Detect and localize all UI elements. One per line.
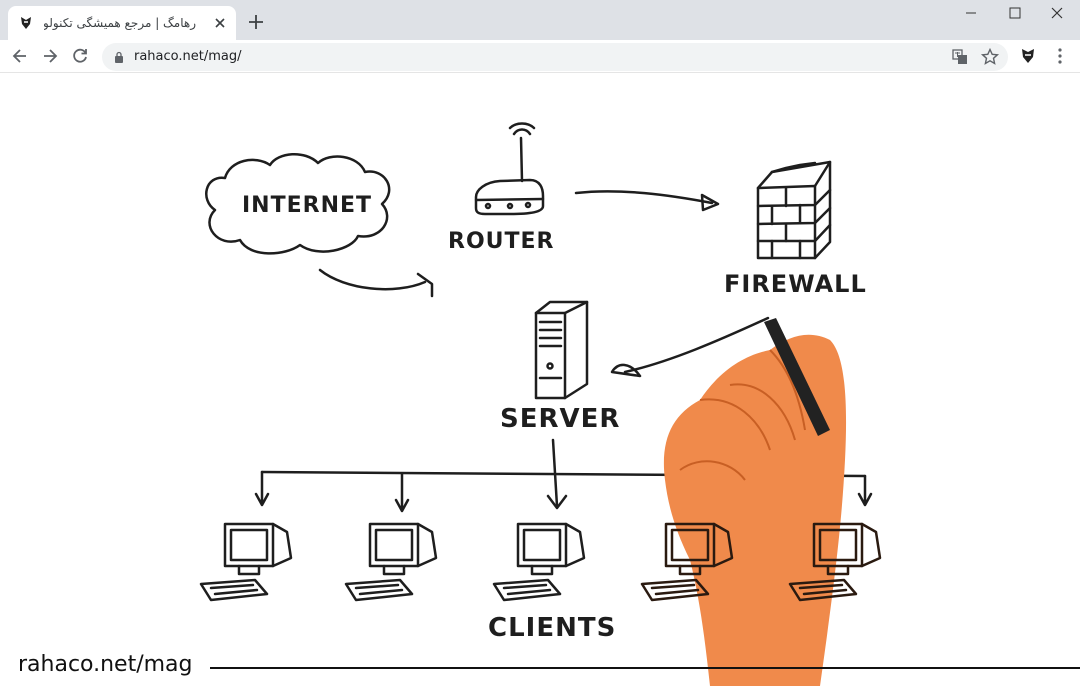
footer-rule (210, 667, 1080, 669)
server-icon (534, 300, 589, 400)
clients-label: CLIENTS (488, 613, 616, 643)
server-label: SERVER (500, 404, 620, 434)
translate-icon[interactable] (950, 47, 970, 67)
star-icon[interactable] (980, 47, 1000, 67)
firewall-icon (756, 160, 832, 260)
address-bar[interactable]: rahaco.net/mag/ (102, 43, 1008, 71)
back-arrow-icon[interactable] (10, 46, 30, 66)
client-computer-2 (344, 522, 438, 602)
firewall-label: FIREWALL (724, 270, 867, 298)
forward-arrow-icon[interactable] (40, 46, 60, 66)
maximize-icon[interactable] (992, 0, 1038, 28)
arrow-firewall-server (623, 316, 770, 374)
internet-label: INTERNET (242, 193, 372, 218)
client-computer-4 (640, 522, 734, 602)
url-text: rahaco.net/mag/ (134, 49, 242, 64)
client-computer-1 (199, 522, 293, 602)
client-computer-5 (788, 522, 882, 602)
tab-strip: رهامگ | مرجع همیشگی تکنولوژی | (0, 0, 1080, 40)
arrow-internet-server (318, 268, 427, 291)
hand-with-marker (663, 318, 847, 686)
plus-icon[interactable] (246, 12, 266, 32)
arrow-router-firewall (574, 190, 714, 205)
router-icon (474, 122, 545, 216)
router-label: ROUTER (448, 229, 554, 254)
browser-tab[interactable]: رهامگ | مرجع همیشگی تکنولوژی | (8, 6, 236, 40)
network-diagram: INTERNET ROUTER FIREWALL SERVER CLIENTS (199, 122, 882, 686)
network-diagram-image: INTERNET ROUTER FIREWALL SERVER CLIENTS (0, 73, 1080, 686)
browser-toolbar: rahaco.net/mag/ (0, 40, 1080, 73)
internet-cloud (205, 153, 391, 255)
client-computer-3 (492, 522, 586, 602)
kebab-menu-icon[interactable] (1050, 46, 1070, 66)
window-close-icon[interactable] (1034, 0, 1080, 28)
lock-icon (115, 51, 123, 63)
extension-icon[interactable] (1018, 46, 1038, 66)
close-icon[interactable] (212, 15, 228, 31)
minimize-icon[interactable] (948, 0, 994, 28)
rahamag-favicon-icon (21, 17, 31, 29)
tab-title: رهامگ | مرجع همیشگی تکنولوژی | (44, 16, 196, 30)
site-watermark: rahaco.net/mag (18, 652, 193, 677)
reload-icon[interactable] (70, 46, 90, 66)
